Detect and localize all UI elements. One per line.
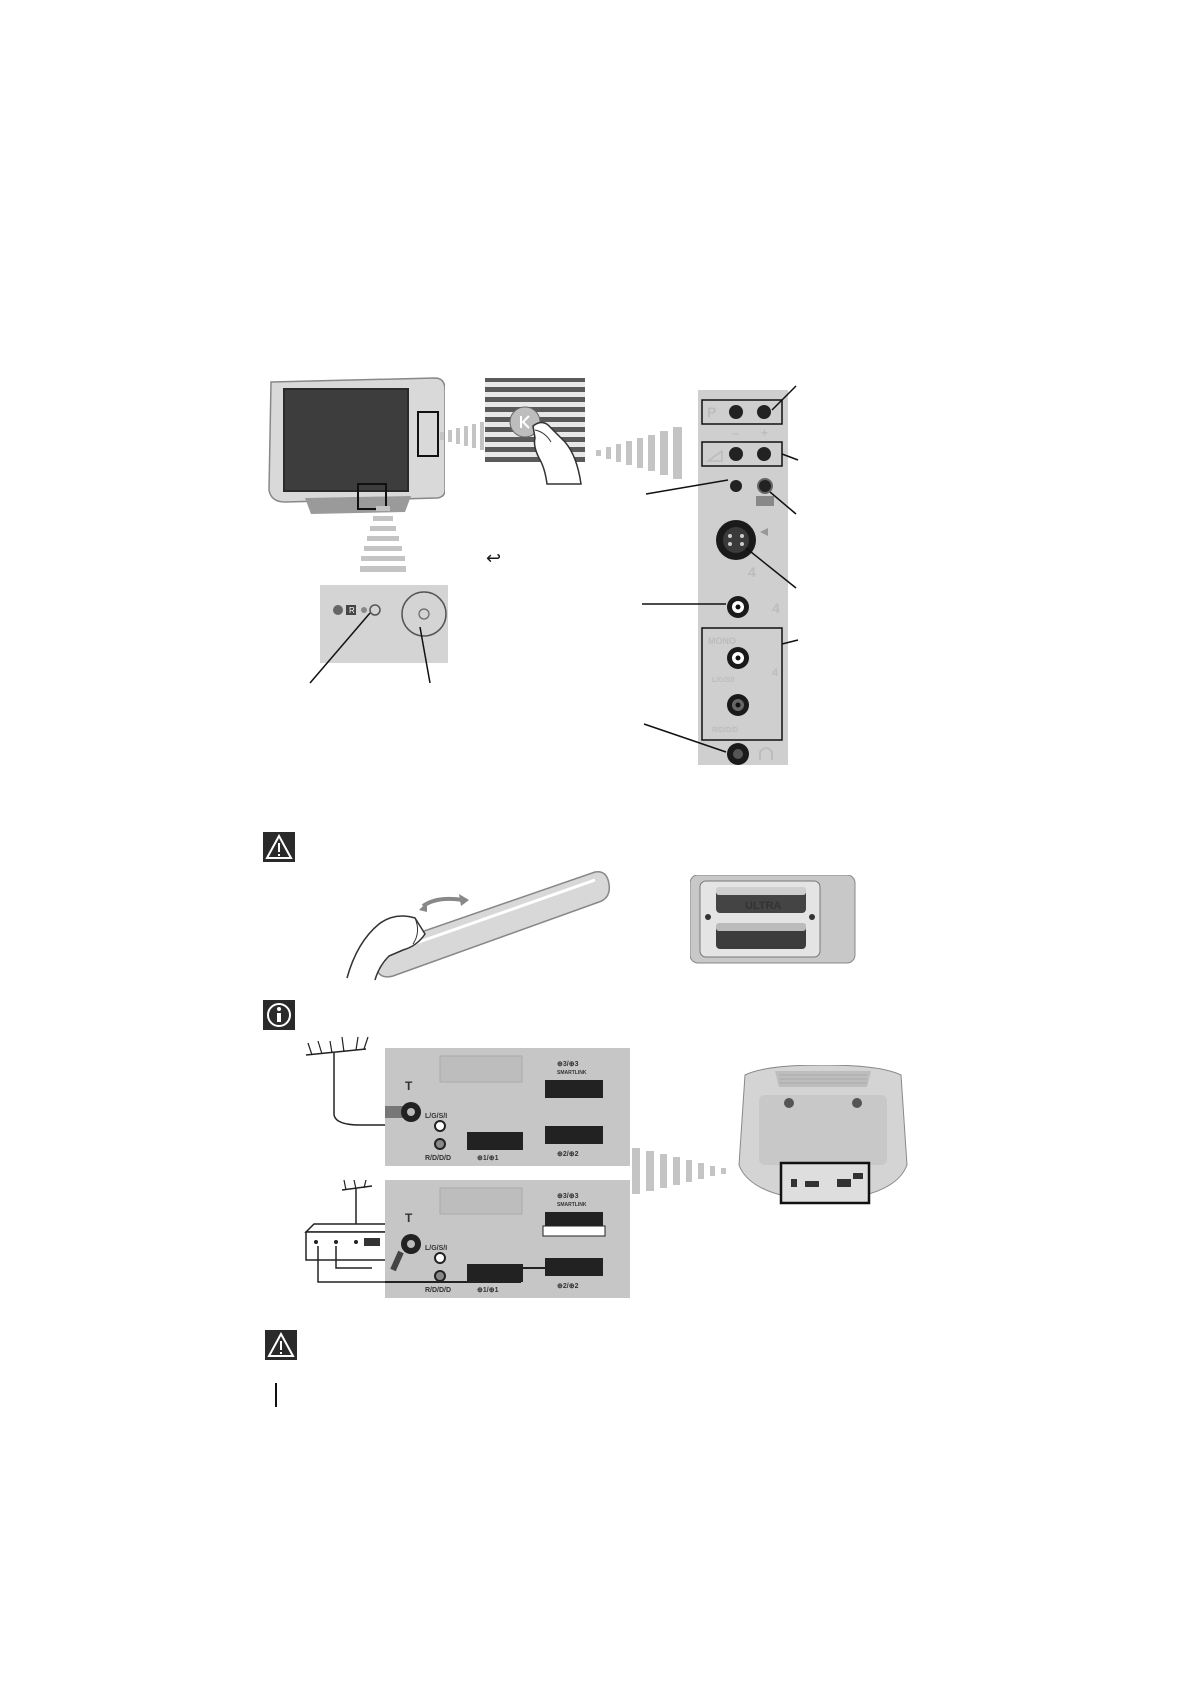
label-minus: – [732, 426, 739, 440]
rear-bottom-label-r: R/D/D/D [425, 1287, 451, 1294]
tv-front-illustration [268, 377, 445, 514]
front-connector-panel: P – + 4 4 MONO L/G/S/I 4 R/D/D/D [642, 385, 799, 765]
zoom-rays-panel [596, 427, 682, 479]
label-video-num: 4 [772, 600, 780, 616]
zoom-rays-back [632, 1148, 726, 1194]
antenna-top [305, 1036, 388, 1126]
battery-label: ULTRA [745, 900, 782, 912]
label-audio-l: L/G/S/I [712, 677, 734, 684]
label-audio-num: 4 [772, 667, 779, 679]
rear-bottom-label-scart2: ⊕2/⊕2 [557, 1283, 579, 1290]
standby-closeup: R [309, 585, 448, 684]
info-icon [263, 1000, 295, 1030]
rear-top-label-smartlink: SMARTLINK [557, 1070, 587, 1076]
rear-top-label-scart1: ⊕1/⊕1 [477, 1155, 499, 1162]
rear-bottom-label-scart1: ⊕1/⊕1 [477, 1287, 499, 1294]
label-p: P [707, 404, 716, 420]
label-audio-r: R/D/D/D [712, 727, 738, 734]
rear-top-label-scart2: ⊕2/⊕2 [557, 1151, 579, 1158]
panel-door-closeup [485, 378, 585, 485]
rear-bottom-label-scart3: ⊕3/⊕3 [557, 1193, 579, 1200]
label-svideo-num: 4 [748, 564, 756, 580]
svg-text:T: T [405, 1079, 413, 1093]
return-symbol: ↩ [486, 548, 502, 569]
rear-top-label-r: R/D/D/D [425, 1155, 451, 1162]
label-plus: + [761, 426, 768, 440]
page-margin-mark [275, 1383, 277, 1407]
svg-text:T: T [405, 1211, 413, 1225]
tv-rear-illustration [738, 1065, 908, 1205]
battery-compartment-illustration: ULTRA [690, 875, 856, 964]
rear-top-label-scart3: ⊕3/⊕3 [557, 1061, 579, 1068]
svg-text:R: R [349, 606, 355, 615]
zoom-rays-side [440, 422, 484, 450]
rear-panel-top: T L/G/S/I R/D/D/D ⊕1/⊕1 ⊕3/⊕3 SMARTLINK … [385, 1048, 630, 1166]
remote-opening-illustration [346, 871, 611, 981]
rear-panel-bottom: T L/G/S/I R/D/D/D ⊕1/⊕1 ⊕3/⊕3 SMARTLINK … [385, 1180, 630, 1298]
warning-icon [263, 832, 295, 862]
zoom-rays-bottom [360, 506, 406, 572]
label-mono: MONO [708, 636, 736, 646]
rear-top-label-l: L/G/S/I [425, 1113, 447, 1120]
warning-icon-bottom [265, 1330, 297, 1360]
rear-bottom-label-smartlink: SMARTLINK [557, 1202, 587, 1208]
rear-bottom-label-l: L/G/S/I [425, 1245, 447, 1252]
